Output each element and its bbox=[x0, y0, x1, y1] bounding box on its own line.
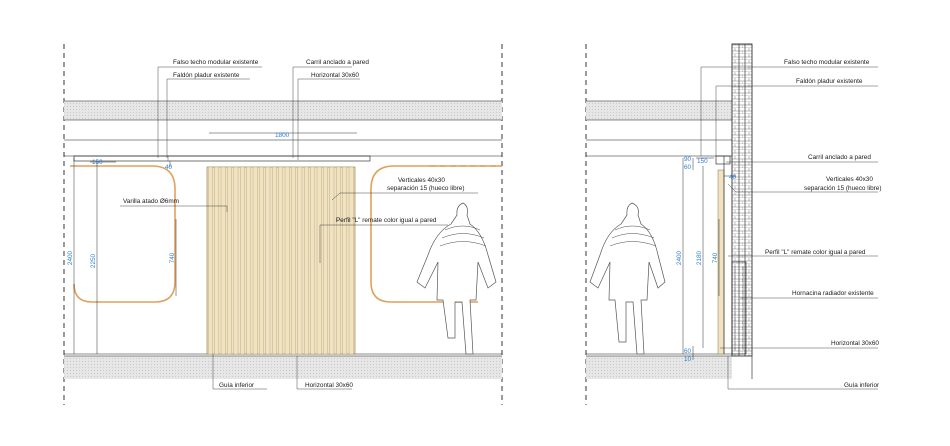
human-figure-left bbox=[416, 202, 497, 355]
panel-slat bbox=[259, 166, 264, 355]
section-ceiling-hatch bbox=[586, 101, 732, 120]
left-dimensions bbox=[73, 132, 357, 354]
label-perfil: Perfil "L" remate color igual a pared bbox=[336, 217, 437, 224]
right-section: 90 60 150 40 2400 2180 740 60 10 Falso t… bbox=[585, 43, 881, 405]
left-leaders bbox=[120, 66, 478, 390]
niche-outline-right bbox=[370, 165, 502, 303]
panel-slat bbox=[329, 166, 335, 355]
label-faldon: Faldón pladur existente bbox=[173, 72, 240, 79]
panel-slat bbox=[291, 166, 296, 355]
radiator-niche bbox=[731, 261, 747, 355]
panel-slat bbox=[336, 166, 341, 355]
panel-slat bbox=[348, 166, 354, 355]
panel-slat bbox=[310, 166, 315, 355]
dim-150: 150 bbox=[92, 159, 103, 166]
label-guia: Guía inferior bbox=[219, 382, 255, 389]
section-dim-150: 150 bbox=[697, 158, 708, 165]
panel-slat bbox=[323, 166, 328, 355]
dim-40: 40 bbox=[165, 164, 173, 171]
human-figure-right bbox=[589, 202, 666, 355]
section-leaders bbox=[700, 66, 878, 390]
section-dim-740: 740 bbox=[712, 252, 719, 263]
label-verticales-1: Verticales 40x30 bbox=[398, 177, 445, 184]
panel-slat bbox=[214, 166, 219, 355]
label-horizontal-bottom: Horizontal 30x60 bbox=[305, 382, 353, 389]
panel-slat bbox=[252, 166, 258, 355]
ceiling-hatch bbox=[64, 101, 502, 120]
section-dim-2180: 2180 bbox=[696, 250, 703, 265]
panel-slat bbox=[272, 166, 277, 355]
rail bbox=[73, 155, 371, 162]
panel-slat bbox=[246, 166, 251, 355]
panel-slat bbox=[342, 166, 347, 355]
dim-2250: 2250 bbox=[90, 253, 97, 268]
label-falso-techo: Falso techo modular existente bbox=[173, 59, 259, 66]
panel-slat bbox=[208, 166, 213, 355]
section-label-faldon: Faldón pladur existente bbox=[796, 78, 863, 85]
section-dim-10: 10 bbox=[684, 356, 692, 363]
section-dim-60a: 60 bbox=[684, 164, 692, 171]
section-dim-90: 90 bbox=[684, 156, 692, 163]
panel-slat bbox=[227, 166, 232, 355]
panel-slat bbox=[240, 166, 245, 355]
dim-1800: 1800 bbox=[275, 132, 290, 139]
panel-slat bbox=[233, 166, 239, 355]
panel-slat bbox=[265, 166, 271, 355]
floor-hatch bbox=[64, 356, 502, 379]
left-elevation: 1800 150 40 2400 2250 740 Falso techo mo… bbox=[63, 44, 503, 405]
panel-slat bbox=[284, 166, 290, 355]
label-verticales-2: separación 15 (hueco libre) bbox=[387, 185, 464, 192]
section-label-horizontal: Horizontal 30x60 bbox=[831, 340, 879, 347]
label-horizontal-top: Horizontal 30x60 bbox=[311, 72, 359, 79]
section-dim-60b: 60 bbox=[684, 348, 692, 355]
section-label-falso-techo: Falso techo modular existente bbox=[784, 59, 870, 66]
section-label-verticales-2: separación 15 (hueco libre) bbox=[804, 185, 881, 192]
niche-outline-left bbox=[70, 165, 176, 303]
panel-slats bbox=[208, 166, 354, 355]
section-label-perfil: Perfil "L" remate color igual a pared bbox=[765, 249, 866, 256]
panel-slat bbox=[316, 166, 322, 355]
section-label-hornacina: Hornacina radiador existente bbox=[792, 290, 874, 297]
section-dimensions bbox=[682, 157, 736, 360]
dim-740: 740 bbox=[169, 252, 176, 263]
section-dim-2400: 2400 bbox=[676, 250, 683, 265]
dim-2400: 2400 bbox=[67, 250, 74, 265]
brick-wall bbox=[731, 43, 753, 357]
section-floor-hatch bbox=[586, 356, 732, 379]
label-carril: Carril anclado a pared bbox=[306, 59, 369, 66]
panel-slat bbox=[297, 166, 303, 355]
panel-slat bbox=[220, 166, 226, 355]
label-varilla: Varilla atado Ø6mm bbox=[123, 198, 179, 205]
section-label-verticales-1: Verticales 40x30 bbox=[826, 176, 873, 183]
panel-slat bbox=[278, 166, 283, 355]
section-label-carril: Carril anclado a pared bbox=[808, 154, 871, 161]
panel-slat bbox=[304, 166, 309, 355]
section-dim-40: 40 bbox=[729, 174, 737, 181]
section-label-guia: Guía inferior bbox=[844, 382, 880, 389]
